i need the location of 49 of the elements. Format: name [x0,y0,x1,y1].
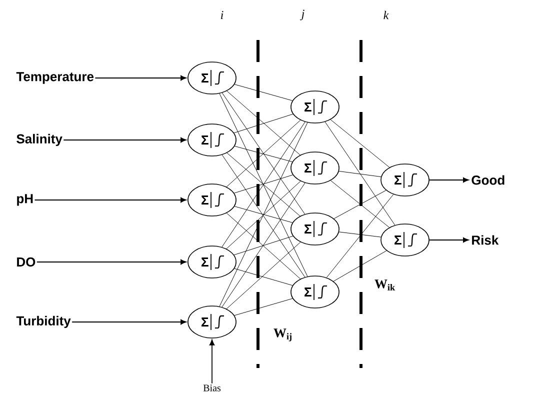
weight-line [333,250,387,282]
bias-label: Bias [203,384,221,392]
weight-line [234,146,293,162]
weight-line [222,154,306,278]
input-arrow [34,197,186,203]
weight-line [222,182,306,308]
output-arrow [429,177,469,183]
input-arrow [63,137,186,143]
weight-line [234,268,293,286]
weight-line [338,170,382,178]
weight-line [234,114,294,134]
weight-label: W$_{ij}$ [274,328,292,342]
output-label: Good [472,175,504,185]
input-label: Salinity [16,134,62,146]
weight-line [334,190,386,219]
weight-label: W$_{ik}$ [374,280,396,290]
output-label: Risk [472,235,499,245]
weight-line [234,174,294,194]
input-label: Turbidity [16,316,71,328]
input-arrow [94,75,186,81]
weight-line [222,122,306,248]
weight-line [234,84,293,101]
output-arrow [429,237,469,243]
weight-line [226,90,300,156]
input-label: pH [17,194,33,206]
input-arrow [72,319,186,325]
weight-line [226,212,301,280]
weight-line [338,232,382,238]
weight-line [324,122,396,226]
weight-line [226,120,301,188]
weight-line [234,236,294,256]
layer-index: j [300,10,304,20]
weight-line [226,180,301,250]
input-label: Temperature [16,72,94,84]
layer-index: k [384,10,389,20]
weight-line [234,206,293,223]
layer-index: i [221,11,224,19]
weight-line [330,180,390,228]
weight-line [330,119,390,168]
weight-line [226,152,300,216]
input-label: DO [17,257,36,267]
weight-line [226,242,301,310]
weight-line [219,93,308,277]
input-arrow [36,259,186,265]
weight-line [234,298,293,316]
weight-line [222,92,306,214]
weight-line [219,122,308,307]
bias-arrow [209,340,215,384]
weight-line [326,194,394,278]
